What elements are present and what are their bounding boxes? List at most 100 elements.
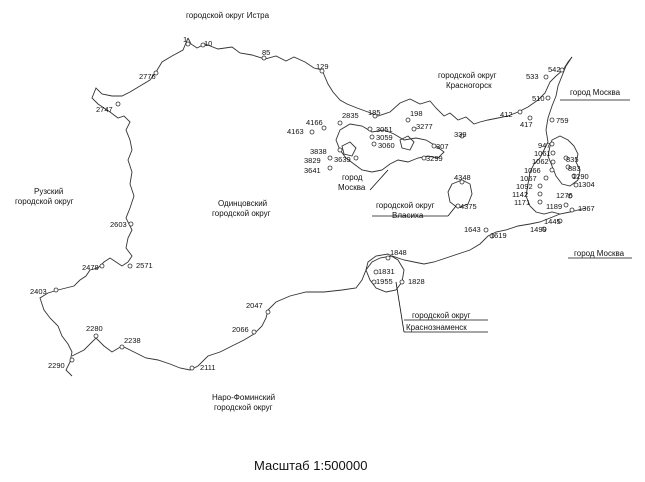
point-label: 3639 [334,155,351,164]
vlasikha-boundary [447,179,473,209]
point-label: 1142 [512,190,528,199]
point-marker [399,279,405,285]
point-label: 1066 [524,166,541,175]
point-marker [185,41,191,47]
point-label: 85 [262,48,270,57]
point-marker [119,344,125,350]
point-marker [327,155,333,161]
point-marker [115,101,121,107]
point-marker [431,143,437,149]
point-marker [543,175,549,181]
point-label: 542 [548,65,561,74]
point-label: 2478 [82,263,99,272]
region-narofominsk-label-line2: городской округ [214,403,273,412]
point-marker [571,173,577,179]
region-krasnoznamensk-label: городской округ [412,311,471,320]
point-label: 10 [204,39,212,48]
point-marker [483,227,489,233]
point-label: 4163 [287,127,304,136]
point-label: 2403 [30,287,47,296]
krasnoznamensk-leader-1 [395,281,405,333]
point-marker [319,68,325,74]
point-label: 2776 [139,72,156,81]
region-krasnogorsk-label: городской округ [438,71,497,80]
point-marker [517,109,523,115]
odintsovo-boundary-north-west [91,37,189,263]
point-label: 1189 [546,202,562,211]
odintsovo-boundary-east [525,56,573,215]
point-marker [563,155,569,161]
point-label: 1061 [534,149,551,158]
region-ruza-label-line2: городской округ [15,197,74,206]
point-marker [543,74,549,80]
region-ruza-label: Рузский [34,187,63,196]
point-marker [53,287,59,293]
point-marker [567,193,573,199]
point-marker [127,263,133,269]
point-label: 185 [368,108,381,117]
point-label: 510 [532,94,545,103]
point-marker [373,269,379,275]
point-marker [550,159,556,165]
region-odintsovo-label: Одинцовский [218,199,267,208]
point-marker [153,70,159,76]
point-marker [309,129,315,135]
point-label: 2047 [246,301,263,310]
point-label: 1499 [530,225,547,234]
point-marker [128,221,134,227]
point-marker [337,120,343,126]
point-label: 1643 [464,225,481,234]
region-moscow-top-label: город Москва [570,88,621,97]
point-label: 3277 [416,122,433,131]
point-label: 1 [183,35,187,44]
region-odintsovo-label-line2: городской округ [212,209,271,218]
point-marker [563,202,569,208]
point-label: 1848 [390,248,407,257]
point-marker [569,207,575,213]
region-krasnoznamensk-label-line2: Краснознаменск [406,323,467,332]
point-marker [537,199,543,205]
point-marker [411,126,417,132]
point-label: 1304 [578,180,595,189]
point-label: 2280 [86,324,103,333]
point-label: 835 [566,155,579,164]
point-label: 4166 [306,118,323,127]
krasnoznamensk-boundary [365,253,405,293]
point-label: 3838 [310,147,327,156]
region-vlasikha-label-line2: Власиха [392,211,424,220]
region-moscow-inner-label-line2: Москва [338,183,366,192]
region-moscow-inner-label: город [342,173,363,182]
point-label: 3829 [304,156,321,165]
point-marker [559,67,565,73]
point-marker [265,309,271,315]
region-vlasikha-label: городской округ [376,201,435,210]
point-label: 1276 [556,191,573,200]
point-marker [537,183,543,189]
point-label: 2290 [48,361,65,370]
point-label: 2238 [124,336,141,345]
point-label: 1290 [572,172,589,181]
point-label: 129 [316,62,329,71]
point-marker [385,255,391,261]
point-marker [541,226,547,232]
point-marker [353,155,359,161]
point-marker [489,233,495,239]
scale-label: Масштаб 1:500000 [254,458,367,473]
point-marker [459,179,465,185]
point-label: 2571 [136,261,153,270]
point-marker [545,95,551,101]
point-label: 339 [454,130,467,139]
point-marker [527,115,533,121]
point-label: 1619 [490,231,507,240]
point-marker [549,141,555,147]
point-marker [261,55,267,61]
point-label: 4375 [460,202,477,211]
point-label: 417 [520,120,533,129]
point-label: 412 [500,110,513,119]
point-markers [53,41,579,371]
moscow-inner-leader [369,169,389,191]
point-marker [549,167,555,173]
point-label: 4348 [454,173,471,182]
point-marker [337,147,343,153]
